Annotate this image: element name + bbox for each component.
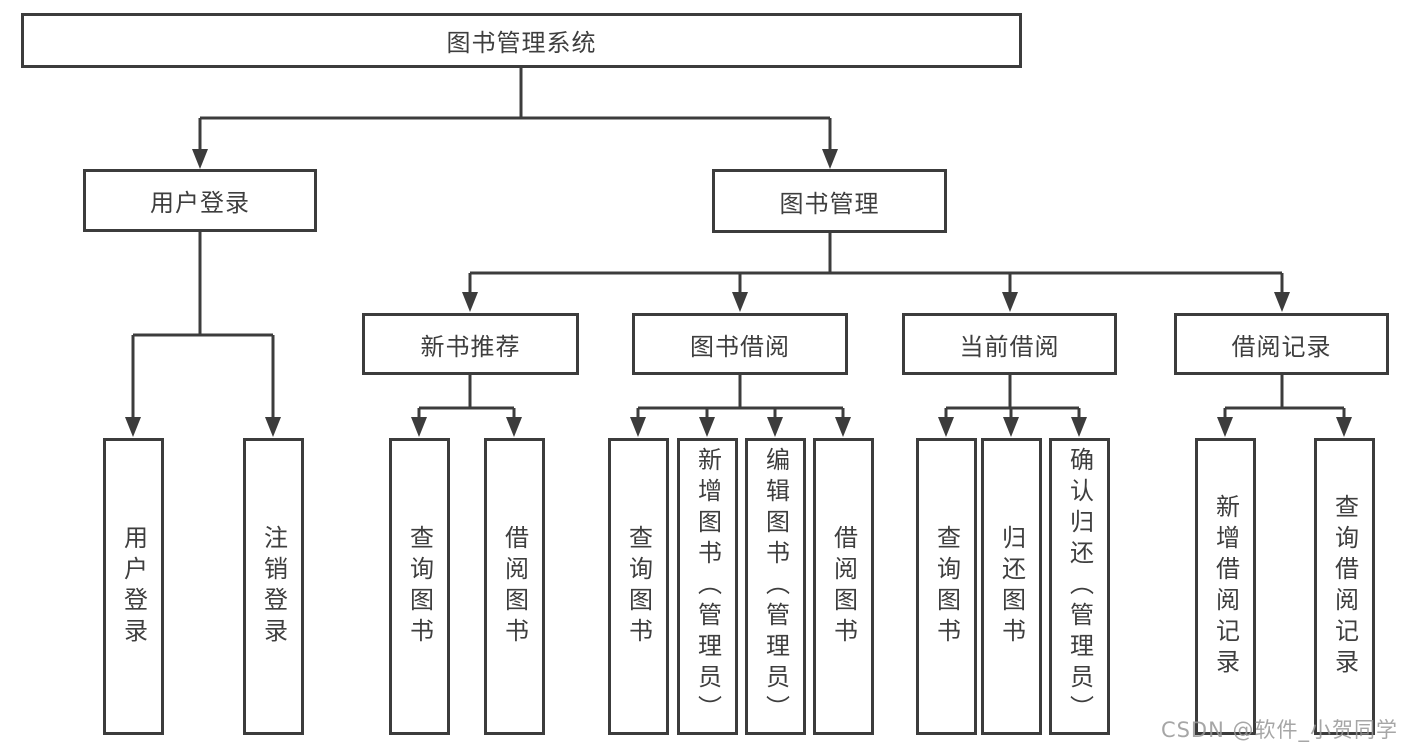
node-manage-add-books-admin: 新增图书（管理员） xyxy=(677,438,738,735)
node-manage-query-books: 查询图书 xyxy=(608,438,669,735)
node-manage-add-books-admin-label: 新增图书（管理员） xyxy=(693,447,722,726)
node-user-login-action-label: 用户登录 xyxy=(119,524,148,649)
node-logout-label: 注销登录 xyxy=(259,524,288,649)
node-user-login-label: 用户登录 xyxy=(150,189,250,217)
node-record-add-borrow-record-label: 新增借阅记录 xyxy=(1211,493,1240,680)
node-current-return-books-label: 归还图书 xyxy=(997,524,1026,649)
node-borrow-records-label: 借阅记录 xyxy=(1231,332,1332,361)
node-book-borrow: 图书借阅 xyxy=(632,313,848,375)
node-user-login: 用户登录 xyxy=(83,169,317,232)
node-current-confirm-return-admin: 确认归还（管理员） xyxy=(1049,438,1110,735)
node-new-book-recommend-label: 新书推荐 xyxy=(420,332,521,361)
node-new-book-recommend: 新书推荐 xyxy=(362,313,579,375)
node-newbook-query-books: 查询图书 xyxy=(389,438,450,735)
node-book-borrow-label: 图书借阅 xyxy=(690,332,790,361)
node-newbook-borrow-books: 借阅图书 xyxy=(484,438,545,735)
node-current-query-books-label: 查询图书 xyxy=(932,524,961,649)
node-manage-borrow-books-label: 借阅图书 xyxy=(829,524,858,649)
node-record-add-borrow-record: 新增借阅记录 xyxy=(1195,438,1256,735)
node-record-query-borrow-record: 查询借阅记录 xyxy=(1314,438,1375,735)
node-current-borrow-label: 当前借阅 xyxy=(959,332,1060,361)
node-newbook-borrow-books-label: 借阅图书 xyxy=(500,524,529,649)
node-user-login-action: 用户登录 xyxy=(103,438,164,735)
node-current-query-books: 查询图书 xyxy=(916,438,977,735)
node-manage-edit-books-admin: 编辑图书（管理员） xyxy=(745,438,806,735)
node-root-label: 图书管理系统 xyxy=(446,29,597,57)
node-current-confirm-return-admin-label: 确认归还（管理员） xyxy=(1065,447,1094,726)
arrowhead-icons xyxy=(125,149,1352,437)
csdn-watermark: CSDN @软件_小贺同学 xyxy=(1160,718,1398,742)
node-logout: 注销登录 xyxy=(243,438,304,735)
node-manage-edit-books-admin-label: 编辑图书（管理员） xyxy=(761,447,790,726)
node-book-management: 图书管理 xyxy=(712,169,947,233)
node-current-borrow: 当前借阅 xyxy=(902,313,1117,375)
node-current-return-books: 归还图书 xyxy=(981,438,1042,735)
node-borrow-records: 借阅记录 xyxy=(1174,313,1389,375)
node-manage-borrow-books: 借阅图书 xyxy=(813,438,874,735)
connector-path xyxy=(131,68,1346,421)
node-root: 图书管理系统 xyxy=(21,13,1022,68)
node-book-management-label: 图书管理 xyxy=(779,189,880,218)
node-record-query-borrow-record-label: 查询借阅记录 xyxy=(1330,493,1359,680)
node-manage-query-books-label: 查询图书 xyxy=(624,524,653,649)
node-newbook-query-books-label: 查询图书 xyxy=(405,524,434,649)
